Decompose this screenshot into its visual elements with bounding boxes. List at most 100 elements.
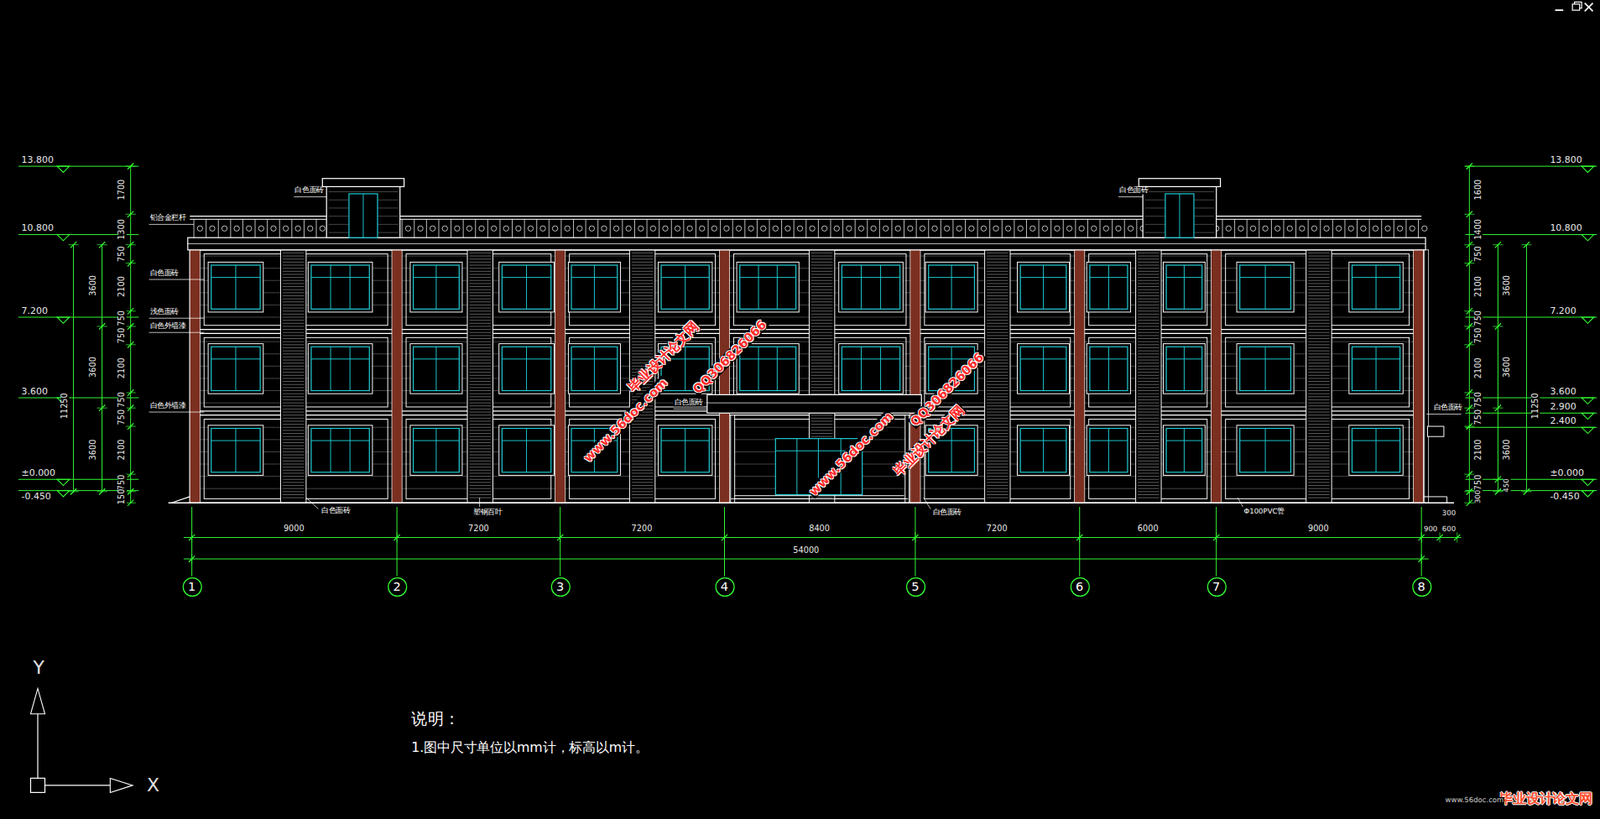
baluster xyxy=(695,218,697,238)
window-surround xyxy=(1162,425,1205,476)
louver-blade xyxy=(811,282,834,284)
window-frame xyxy=(311,265,370,309)
window-surround xyxy=(1236,261,1294,313)
baluster xyxy=(193,218,195,238)
elevation-line xyxy=(1464,489,1597,491)
louver-blade xyxy=(811,267,834,269)
louver-blade xyxy=(282,402,305,404)
baluster xyxy=(854,218,856,238)
window-frame xyxy=(1351,427,1400,472)
dim-extension xyxy=(559,531,561,543)
louver-blade xyxy=(1137,371,1160,373)
baluster xyxy=(634,218,636,238)
stair-tower xyxy=(326,185,401,238)
louver-blade xyxy=(1137,317,1160,318)
louver-blade xyxy=(1137,325,1160,327)
louver-blade xyxy=(1308,338,1330,339)
louver-blade xyxy=(1308,417,1330,419)
dimension-text: 1300 xyxy=(118,218,127,241)
baluster-ring xyxy=(307,225,313,231)
dimension-text: 3600 xyxy=(1502,437,1512,461)
baluster-ring xyxy=(319,225,325,231)
louver-blade xyxy=(811,291,834,293)
window-surround xyxy=(736,343,799,395)
louver-blade xyxy=(1137,338,1160,339)
dimension-text: 2100 xyxy=(118,437,127,461)
dim-extension xyxy=(125,262,136,264)
dim-extension xyxy=(1421,531,1423,543)
louver-blade xyxy=(631,488,654,490)
elevation-symbol xyxy=(1581,234,1595,241)
louver-blade xyxy=(1308,334,1330,336)
louver-blade xyxy=(469,276,491,278)
tower-window xyxy=(1165,193,1194,238)
baluster-ring xyxy=(1385,225,1391,231)
louver-blade xyxy=(986,267,1009,269)
louver-blade xyxy=(1137,307,1160,309)
dimension-text: 750 xyxy=(118,408,127,427)
louver-blade xyxy=(469,323,491,324)
louver-blade xyxy=(631,341,654,343)
louver-blade xyxy=(282,325,305,327)
baluster-ring xyxy=(221,225,227,231)
baluster xyxy=(940,218,942,238)
pilaster xyxy=(719,250,730,503)
louver-blade xyxy=(631,353,654,355)
window-transom xyxy=(211,276,261,278)
louver-blade xyxy=(631,479,654,480)
baluster xyxy=(1258,218,1260,238)
baluster-ring xyxy=(271,225,277,231)
baluster xyxy=(426,218,428,238)
louver-blade xyxy=(282,301,305,303)
louver-blade xyxy=(469,445,491,447)
baluster-ring xyxy=(588,225,595,231)
wall-box xyxy=(1427,426,1444,437)
louver-blade xyxy=(282,280,305,282)
louver-blade xyxy=(1137,265,1160,266)
louver-blade xyxy=(282,414,305,416)
louver-blade xyxy=(469,475,491,477)
baluster xyxy=(756,218,758,238)
louver-blade xyxy=(469,377,491,379)
baluster xyxy=(573,218,574,238)
dim-line xyxy=(1469,166,1470,503)
louver-blade xyxy=(986,273,1009,275)
louver-blade xyxy=(811,384,834,386)
louver-blade xyxy=(1308,438,1330,440)
window-mullion xyxy=(1375,346,1377,391)
elevation-mark: 10.800 xyxy=(1548,224,1584,234)
louver-blade xyxy=(1137,377,1160,379)
louver-blade xyxy=(986,359,1009,361)
callout-text: 白色外墙漆 xyxy=(149,323,188,331)
baluster-ring xyxy=(748,225,754,231)
side-step xyxy=(1423,495,1448,497)
louver-blade xyxy=(1308,328,1330,330)
louver-blade xyxy=(631,319,654,321)
dimension-text: 750 xyxy=(1474,326,1483,344)
louver-blade xyxy=(282,411,305,413)
window-surround xyxy=(307,425,373,476)
louver-blade xyxy=(1308,402,1330,404)
ramp xyxy=(171,496,190,503)
louver-blade xyxy=(1137,380,1160,382)
baluster-ring xyxy=(1287,225,1293,231)
louver-blade xyxy=(811,289,834,291)
window-mullion xyxy=(349,265,351,309)
callout-text: 塑钢百叶 xyxy=(472,509,503,517)
baluster xyxy=(1332,218,1334,238)
baluster xyxy=(646,218,648,238)
louver-blade xyxy=(986,368,1009,370)
axis-number: 3 xyxy=(556,580,564,594)
baluster-ring xyxy=(969,225,975,231)
window-surround xyxy=(1236,425,1294,476)
dimension-text: 8400 xyxy=(807,525,831,534)
window-transom xyxy=(501,358,551,360)
louver-blade xyxy=(811,286,834,287)
window-mullion xyxy=(234,265,236,309)
baluster-ring xyxy=(650,225,656,231)
louver-blade xyxy=(1137,332,1160,334)
louver-blade xyxy=(1137,301,1160,303)
louver-blade xyxy=(282,445,305,447)
louver-blade xyxy=(282,472,305,474)
louver-blade xyxy=(1137,295,1160,297)
